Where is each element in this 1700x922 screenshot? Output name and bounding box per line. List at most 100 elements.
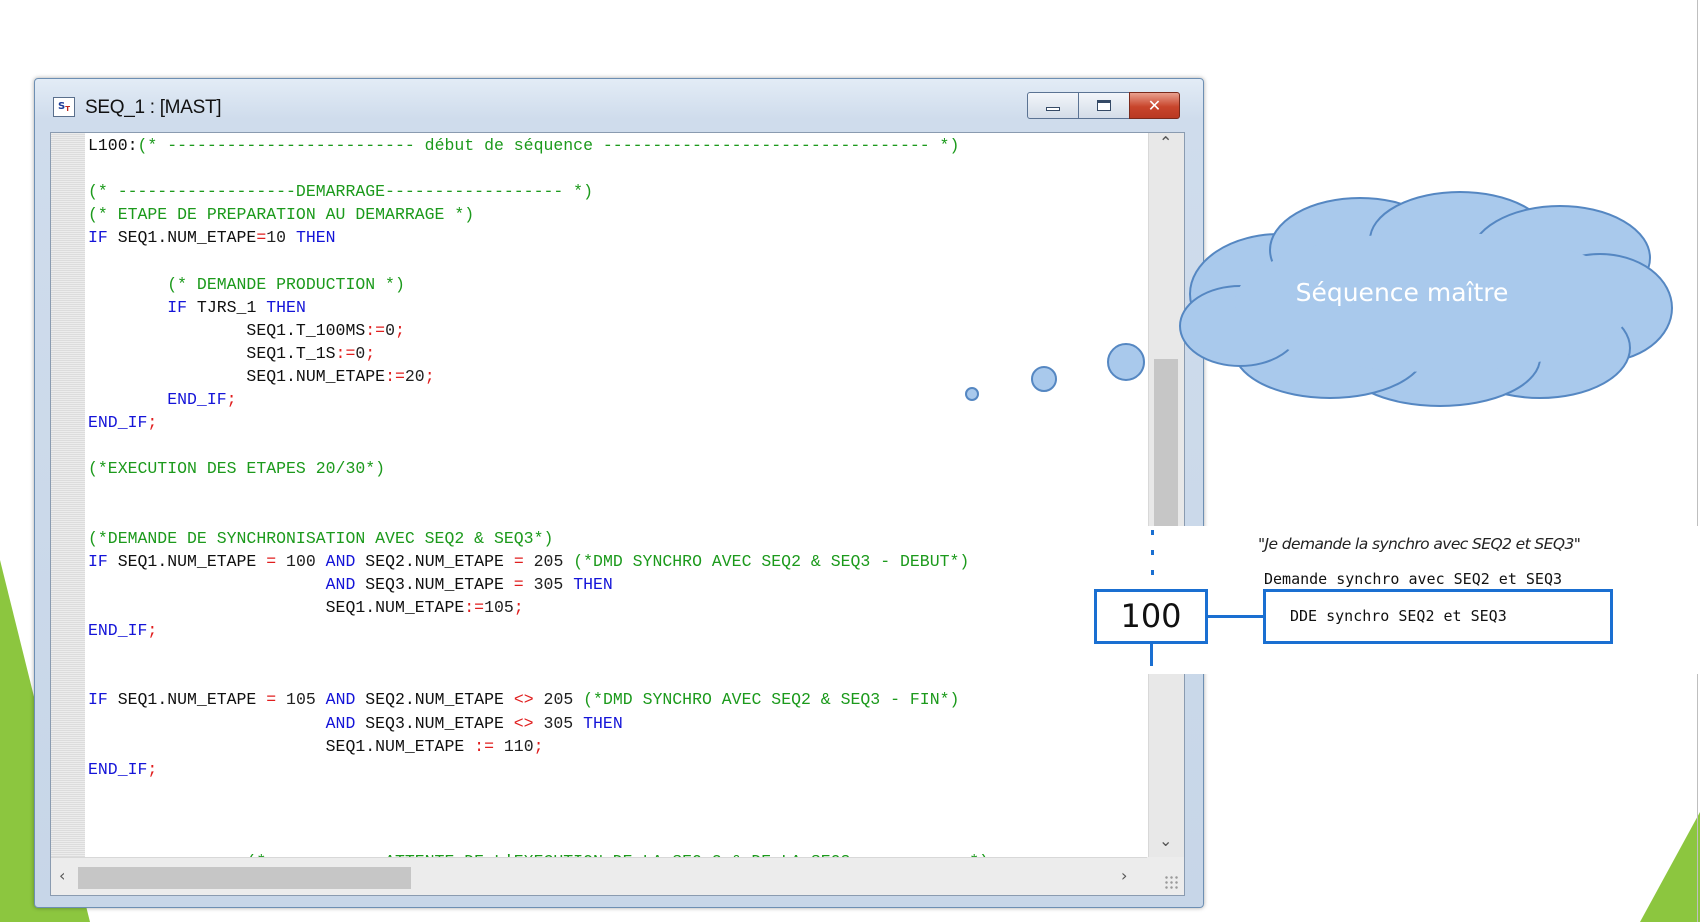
cloud-callout	[1179, 191, 1673, 407]
code-line[interactable]: (*DEMANDE DE SYNCHRONISATION AVEC SEQ2 &…	[88, 528, 553, 550]
code-token: 0	[385, 320, 395, 340]
code-token: SEQ2.NUM_ETAPE	[355, 690, 514, 710]
st-editor-icon: ST	[53, 97, 75, 117]
code-token: (* ETAPE DE PREPARATION AU DEMARRAGE *)	[88, 205, 475, 225]
scroll-corner	[1147, 857, 1184, 895]
code-token: ;	[424, 367, 435, 386]
action-title: Demande synchro avec SEQ2 et SEQ3	[1264, 570, 1563, 588]
code-token: 305	[523, 574, 574, 594]
code-line[interactable]: SEQ1.NUM_ETAPE := 110;	[88, 736, 544, 758]
code-token: THEN	[573, 574, 613, 594]
code-token: (* DEMANDE PRODUCTION *)	[88, 274, 405, 294]
code-token: ;	[147, 413, 158, 433]
code-token: ;	[394, 320, 405, 340]
code-line[interactable]: END_IF;	[88, 620, 157, 642]
horizontal-scrollbar[interactable]: ‹ ›	[51, 857, 1149, 895]
thought-bubble-large	[1107, 343, 1145, 381]
code-line[interactable]: (* ETAPE DE PREPARATION AU DEMARRAGE *)	[88, 204, 474, 226]
cloud-label: Séquence maître	[1295, 278, 1509, 307]
code-token: SEQ1.NUM_ETAPE	[88, 367, 386, 386]
code-token: 10	[266, 228, 296, 248]
grafcet-action-box: DDE synchro SEQ2 et SEQ3	[1263, 589, 1613, 644]
link-dot	[1151, 550, 1154, 555]
code-token: (* ------------------------- début de sé…	[137, 136, 960, 155]
grafcet-quote: "Je demande la synchro avec SEQ2 et SEQ3…	[1258, 535, 1581, 553]
code-token: ;	[147, 621, 158, 641]
code-token: =	[256, 228, 267, 248]
code-token: (*DMD SYNCHRO AVEC SEQ2 & SEQ3 - DEBUT*)	[573, 551, 970, 571]
scroll-down-icon[interactable]: ⌄	[1159, 831, 1173, 850]
code-line[interactable]: (*------------ATTENTE DE L'EXECUTION DE …	[88, 851, 989, 859]
thought-bubble-medium	[1031, 366, 1057, 392]
code-token: TJRS_1	[187, 297, 267, 317]
thought-bubble-small	[965, 387, 979, 401]
minimize-icon	[1046, 106, 1060, 111]
code-token: IF	[88, 228, 108, 248]
code-token: THEN	[266, 297, 306, 317]
code-token: :=	[464, 598, 485, 617]
maximize-button[interactable]	[1078, 92, 1130, 119]
code-line[interactable]: END_IF;	[88, 759, 157, 781]
code-editor-area[interactable]: L100:(* ------------------------- début …	[50, 132, 1185, 896]
code-token: :=	[365, 320, 386, 340]
code-line[interactable]: (* ------------------DEMARRAGE----------…	[88, 181, 593, 203]
code-token: :=	[385, 367, 405, 386]
code-line[interactable]: (* DEMANDE PRODUCTION *)	[88, 274, 405, 296]
code-line[interactable]: IF SEQ1.NUM_ETAPE=10 THEN	[88, 227, 336, 249]
code-token: :=	[335, 343, 356, 363]
code-token: SEQ3.NUM_ETAPE	[355, 713, 514, 733]
code-token: 100	[276, 551, 326, 571]
code-token: THEN	[295, 228, 336, 248]
code-line[interactable]: IF TJRS_1 THEN	[88, 297, 306, 319]
code-line[interactable]: AND SEQ3.NUM_ETAPE = 305 THEN	[88, 574, 613, 596]
code-token: AND	[325, 551, 356, 571]
scroll-up-icon[interactable]: ⌃	[1159, 133, 1173, 152]
code-token: (*EXECUTION DES ETAPES 20/30*)	[88, 459, 386, 479]
title-bar[interactable]: ST SEQ_1 : [MAST] ✕	[35, 79, 1203, 133]
code-token: <>	[513, 713, 534, 733]
code-token: THEN	[583, 713, 623, 733]
code-token: AND	[88, 713, 356, 733]
code-token: END_IF	[88, 621, 148, 641]
code-token: IF	[88, 690, 108, 710]
step-action-connector	[1208, 615, 1263, 618]
minimize-button[interactable]	[1027, 92, 1079, 119]
slide-decoration-right	[1640, 812, 1700, 922]
close-button[interactable]: ✕	[1129, 92, 1180, 119]
code-token: SEQ1.NUM_ETAPE	[88, 736, 475, 756]
slide-right-edge	[1697, 0, 1698, 922]
code-token: END_IF	[88, 413, 148, 433]
code-line[interactable]: L100:(* ------------------------- début …	[88, 135, 959, 157]
maximize-icon	[1097, 100, 1111, 111]
code-line[interactable]: IF SEQ1.NUM_ETAPE = 105 AND SEQ2.NUM_ETA…	[88, 689, 959, 711]
code-token: IF	[88, 297, 188, 317]
code-token: ;	[147, 759, 158, 779]
code-line[interactable]: IF SEQ1.NUM_ETAPE = 100 AND SEQ2.NUM_ETA…	[88, 551, 969, 573]
resize-grip-icon[interactable]	[1164, 875, 1178, 889]
scroll-left-icon[interactable]: ‹	[59, 866, 66, 885]
code-line[interactable]: SEQ1.NUM_ETAPE:=105;	[88, 597, 524, 619]
code-token: =	[513, 551, 524, 571]
code-token: SEQ1.T_1S	[88, 343, 336, 363]
code-token: =	[513, 574, 524, 594]
grafcet-step-100: 100	[1094, 589, 1208, 644]
code-line[interactable]: END_IF;	[88, 389, 236, 411]
code-line[interactable]: SEQ1.T_1S:=0;	[88, 343, 375, 365]
scroll-right-icon[interactable]: ›	[1121, 866, 1128, 885]
code-line[interactable]: AND SEQ3.NUM_ETAPE <> 305 THEN	[88, 713, 623, 735]
code-token: =	[266, 551, 277, 571]
link-dot	[1151, 530, 1154, 535]
code-token: SEQ3.NUM_ETAPE	[355, 574, 514, 594]
code-token: SEQ1.NUM_ETAPE	[88, 598, 465, 617]
code-line[interactable]: SEQ1.T_100MS:=0;	[88, 320, 405, 342]
code-line[interactable]: END_IF;	[88, 412, 157, 434]
code-token: 0	[355, 343, 366, 363]
code-line[interactable]: SEQ1.NUM_ETAPE:=20;	[88, 366, 435, 388]
code-token: END_IF	[88, 390, 227, 410]
code-text[interactable]: L100:(* ------------------------- début …	[88, 133, 1148, 859]
code-token: 305	[533, 713, 584, 733]
link-dot	[1151, 570, 1154, 575]
horizontal-scroll-thumb[interactable]	[78, 867, 411, 889]
code-token: 110	[493, 736, 534, 756]
code-line[interactable]: (*EXECUTION DES ETAPES 20/30*)	[88, 458, 385, 480]
